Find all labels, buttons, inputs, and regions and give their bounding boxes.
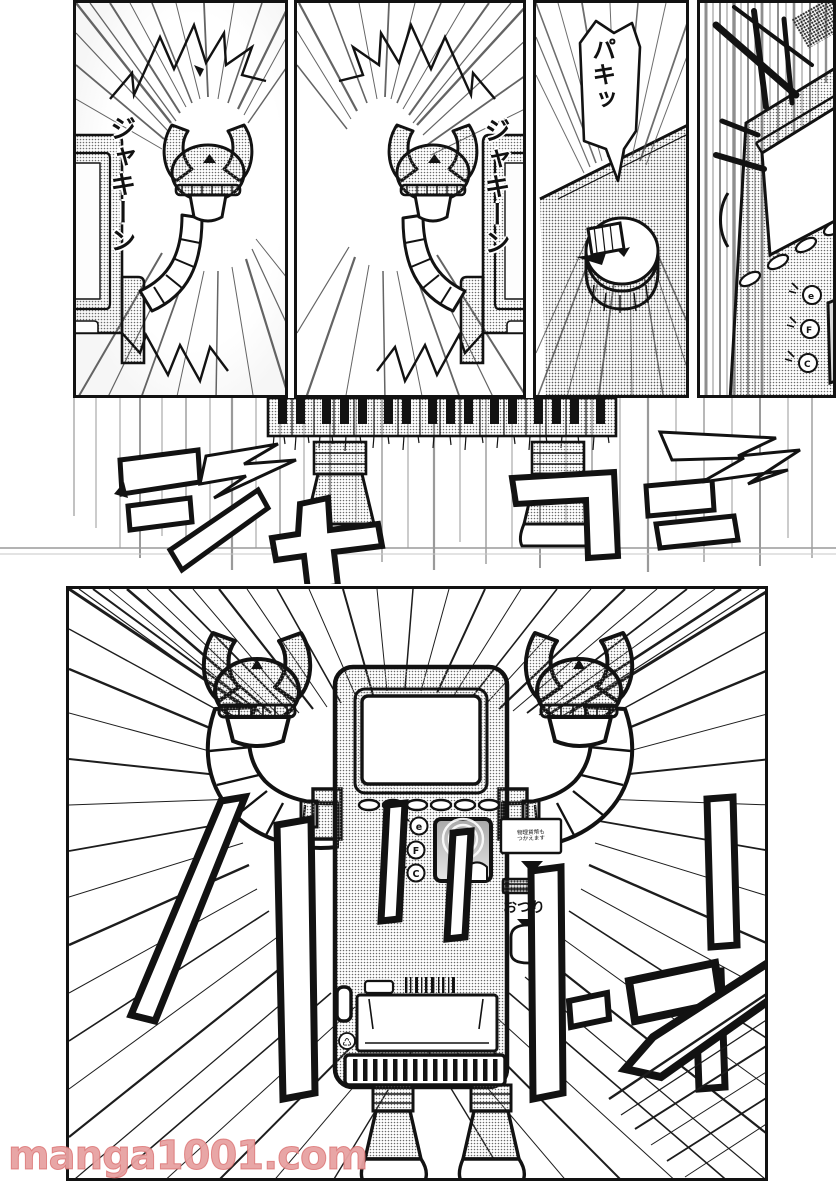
svg-text:C: C xyxy=(804,360,811,370)
change-label: おつり xyxy=(503,900,545,916)
svg-text:F: F xyxy=(413,846,420,857)
notice-sign-text: 物理貨幣も つかえます xyxy=(504,820,557,852)
panel-5 xyxy=(0,398,836,584)
notice-line-2: つかえます xyxy=(517,835,546,843)
svg-text:F: F xyxy=(806,326,812,336)
svg-text:C: C xyxy=(413,869,420,880)
panel-2: ジャキーン xyxy=(294,0,526,398)
sfx-paki: パキッ xyxy=(587,37,616,112)
panel-6: e F C xyxy=(66,586,768,1181)
svg-text:e: e xyxy=(416,822,422,833)
sfx-jakiin-2: ジャキーン xyxy=(480,117,510,257)
svg-text:♺: ♺ xyxy=(342,1036,352,1049)
panel-3: パキッ xyxy=(533,0,689,398)
panel-4: e F C xyxy=(697,0,836,398)
panel-1: ジャキーン xyxy=(73,0,288,398)
svg-text:e: e xyxy=(808,292,814,302)
sfx-jakiin-1: ジャキーン xyxy=(105,115,136,255)
